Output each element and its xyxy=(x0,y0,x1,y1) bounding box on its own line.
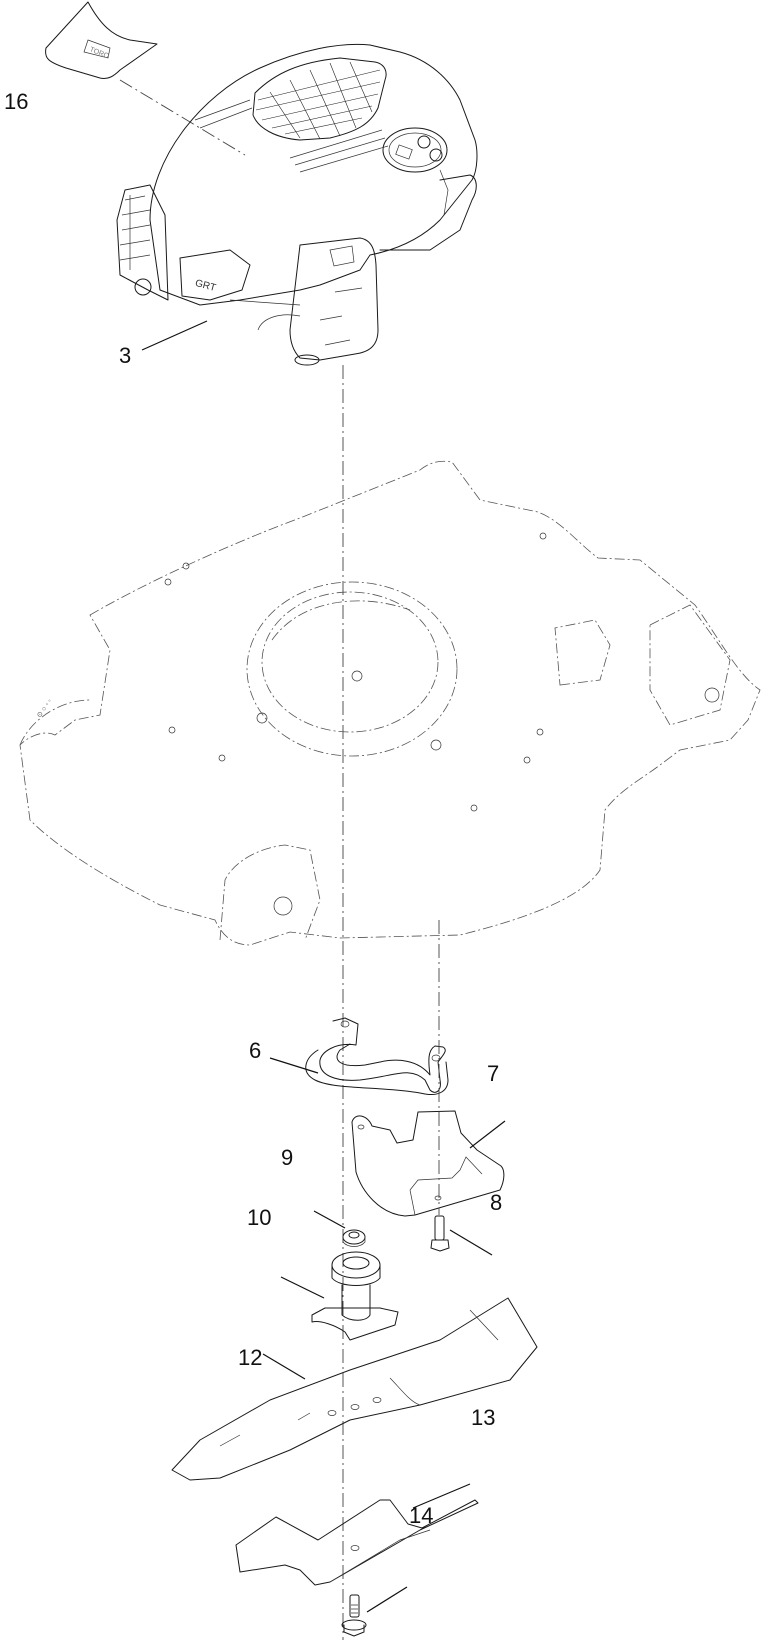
callout-7: 7 xyxy=(487,1061,500,1086)
callout-3: 3 xyxy=(119,343,132,368)
blade-adapter-part-10 xyxy=(311,1251,399,1341)
bolt-part-8 xyxy=(430,1215,450,1252)
callout-9: 9 xyxy=(281,1145,294,1170)
callout-6: 6 xyxy=(249,1038,262,1063)
svg-text:TORO: TORO xyxy=(88,46,110,60)
blade-bolt-part-14 xyxy=(341,1594,367,1637)
svg-text:⊙ ○ ◦ ◦: ⊙ ○ ◦ ◦ xyxy=(36,698,54,719)
bail-part-6 xyxy=(305,1017,449,1095)
engine-part-3: GRT xyxy=(116,43,478,366)
callout-16: 16 xyxy=(4,89,29,114)
blade-part-12 xyxy=(171,1297,538,1481)
shield-part-7 xyxy=(351,1110,505,1217)
mower-deck-phantom: ⊙ ○ ◦ ◦ xyxy=(19,460,761,946)
callout-13: 13 xyxy=(471,1405,496,1430)
mulching-blade-part-13 xyxy=(235,1499,479,1586)
callout-14: 14 xyxy=(409,1503,434,1528)
washer-part-9 xyxy=(342,1229,366,1247)
callout-12: 12 xyxy=(238,1345,263,1370)
decal-part-16: TORO xyxy=(45,1,158,79)
callout-8: 8 xyxy=(490,1190,503,1215)
callout-10: 10 xyxy=(247,1205,272,1230)
svg-text:GRT: GRT xyxy=(194,278,217,294)
